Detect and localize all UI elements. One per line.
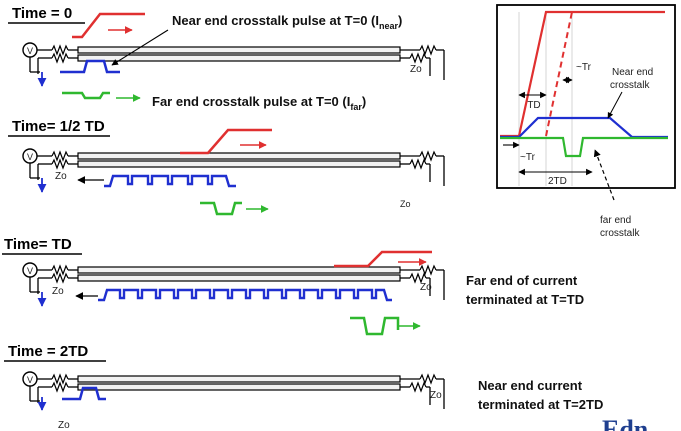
far-end-pulse xyxy=(200,201,242,216)
impedance-label: Zo xyxy=(420,282,432,293)
impedance-label: Zo xyxy=(55,171,67,182)
inset-far-line1: far end xyxy=(600,215,631,226)
delayed-waveform xyxy=(545,11,573,137)
impedance-label: Zo xyxy=(52,286,64,297)
near-end-pulse xyxy=(60,59,120,74)
signal-step-edge xyxy=(334,250,432,268)
stage-title: Time= TD xyxy=(4,236,72,253)
impedance-label: Zo xyxy=(400,199,411,209)
far-end-pulse xyxy=(62,91,110,100)
source-label: V xyxy=(27,46,33,56)
signal-step-edge xyxy=(72,12,145,39)
impedance-label: Zo xyxy=(410,64,422,75)
inset-near-line1: Near end xyxy=(612,67,653,78)
inset-frame xyxy=(496,4,676,189)
td-label: TD xyxy=(527,100,540,111)
signal-step-edge xyxy=(180,128,272,155)
stage-time-half-td: Time= 1/2 TD V Zo Zo xyxy=(8,118,445,216)
timing-inset: TD ~Tr ~Tr 2TD Near end crosstalk xyxy=(496,4,676,189)
impedance-label: Zo xyxy=(430,390,442,401)
near-term-line2: terminated at T=2TD xyxy=(478,397,603,412)
callout-arrow xyxy=(111,29,169,66)
far-term-line2: terminated at T=TD xyxy=(466,292,584,307)
near-pulse-annotation: Near end crosstalk pulse at T=0 (Inear) xyxy=(172,13,402,31)
stage-title: Time= 1/2 TD xyxy=(12,118,105,135)
near-end-pulse-train xyxy=(98,288,392,302)
transmission-line-pair xyxy=(22,371,445,410)
transmission-line-pair xyxy=(22,262,445,301)
near-term-line1: Near end current xyxy=(478,378,583,393)
stage-title: Time = 0 xyxy=(12,5,72,22)
stage-title: Time = 2TD xyxy=(8,343,88,360)
impedance-label: Zo xyxy=(58,420,70,431)
far-end-pulse xyxy=(350,316,400,336)
source-label: V xyxy=(27,152,33,162)
stage-time-0: Time = 0 V Zo Near end crosstalk pulse a… xyxy=(8,5,445,112)
edn-logo-fragment: Edn xyxy=(602,415,649,431)
source-label: V xyxy=(27,375,33,385)
source-label: V xyxy=(27,266,33,276)
inset-near-line2: crosstalk xyxy=(610,80,650,91)
stage-time-2td: Time = 2TD V Zo Zo Near end current term… xyxy=(4,343,603,431)
tr-label-left: ~Tr xyxy=(520,152,536,163)
near-end-pulse xyxy=(62,386,106,401)
tr-label-right: ~Tr xyxy=(576,62,592,73)
far-end-crosstalk-trace xyxy=(500,136,668,158)
far-pulse-annotation: Far end crosstalk pulse at T=0 (Ifar) xyxy=(152,94,366,112)
far-callout-arrow xyxy=(593,149,615,201)
two-td-label: 2TD xyxy=(548,176,567,187)
stage-time-td: Time= TD V Zo Zo Far end of current term… xyxy=(2,236,584,336)
inset-far-line2: crosstalk xyxy=(600,228,640,239)
near-callout-arrow xyxy=(607,91,623,119)
near-end-pulse-train xyxy=(104,174,236,188)
far-term-line1: Far end of current xyxy=(466,273,578,288)
